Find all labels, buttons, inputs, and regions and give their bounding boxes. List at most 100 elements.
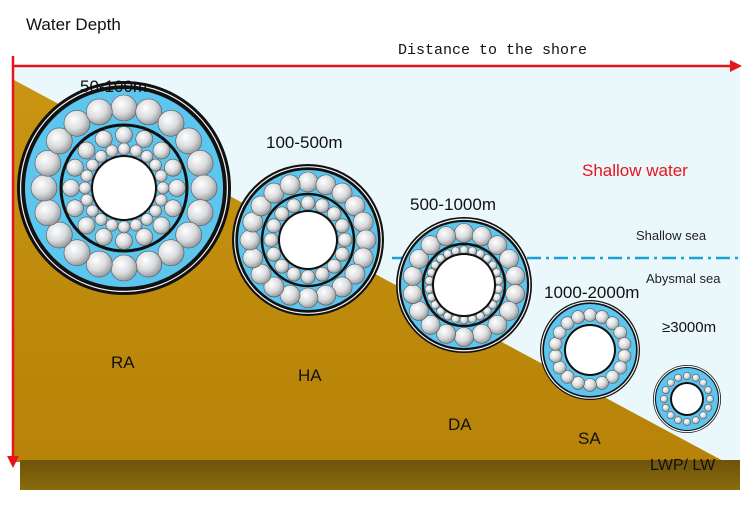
armor-wire bbox=[548, 337, 563, 351]
armor-wire bbox=[263, 276, 285, 298]
armor-wire bbox=[454, 327, 474, 347]
armor-wire bbox=[487, 235, 508, 255]
armor-wire bbox=[279, 174, 301, 196]
distance-axis-arrow bbox=[730, 60, 742, 72]
armor-wire bbox=[140, 150, 154, 163]
armor-wire bbox=[560, 316, 575, 330]
armor-wire bbox=[337, 232, 353, 248]
depth-label-sa: 1000-2000m bbox=[544, 283, 639, 302]
depth-label-ra: 50-100m bbox=[80, 77, 147, 96]
armor-wire bbox=[683, 372, 691, 380]
armor-wire bbox=[459, 315, 469, 325]
armor-wire bbox=[286, 266, 302, 282]
armor-wire bbox=[30, 174, 58, 202]
armor-wire bbox=[402, 266, 423, 286]
sa-jacket-line bbox=[541, 301, 639, 399]
armor-wire bbox=[409, 249, 429, 269]
seabed-base bbox=[20, 460, 740, 490]
armor-wire bbox=[250, 195, 272, 217]
armor-wire bbox=[548, 349, 563, 363]
armor-wire bbox=[605, 316, 620, 330]
armor-wire bbox=[266, 246, 282, 262]
armor-wire bbox=[105, 144, 119, 158]
armor-wire bbox=[115, 232, 133, 250]
armor-wire bbox=[605, 370, 620, 384]
depth-label-ha: 100-500m bbox=[266, 133, 343, 152]
armor-wire bbox=[699, 378, 708, 387]
lwp-jacket-line bbox=[653, 365, 721, 433]
armor-wire bbox=[613, 325, 628, 340]
type-label-sa: SA bbox=[578, 429, 601, 448]
armor-wire bbox=[86, 158, 99, 172]
shallow-water-label: Shallow water bbox=[582, 161, 688, 180]
depth-axis-arrow bbox=[7, 456, 19, 468]
armor-wire bbox=[297, 171, 319, 193]
armor-wire bbox=[666, 378, 675, 387]
armor-wire bbox=[314, 198, 330, 214]
armor-wire bbox=[34, 199, 62, 227]
armor-wire bbox=[334, 246, 350, 262]
cable-cross-sections bbox=[17, 81, 721, 433]
armor-wire bbox=[129, 144, 143, 158]
armor-wire bbox=[683, 418, 691, 426]
armor-wire bbox=[80, 169, 94, 183]
armor-wire bbox=[459, 245, 469, 255]
ha-jacket-line bbox=[234, 166, 382, 314]
armor-wire bbox=[286, 198, 302, 214]
lwp-core bbox=[672, 384, 702, 414]
armor-wire bbox=[560, 370, 575, 384]
armor-wire bbox=[505, 266, 526, 286]
armor-wire bbox=[94, 228, 113, 246]
armor-wire bbox=[157, 109, 185, 137]
armor-wire bbox=[691, 373, 700, 382]
da-separator bbox=[421, 242, 507, 328]
shallow-sea-label: Shallow sea bbox=[636, 228, 707, 243]
armor-wire bbox=[63, 109, 91, 137]
armor-wire bbox=[402, 284, 423, 304]
armor-wire bbox=[239, 229, 261, 251]
armor-wire bbox=[571, 310, 585, 324]
distance-axis-label: Distance to the shore bbox=[398, 42, 587, 59]
armor-wire bbox=[704, 386, 713, 395]
armor-wire bbox=[436, 324, 457, 344]
armor-wire bbox=[149, 204, 162, 218]
ra-core bbox=[93, 157, 155, 219]
armor-wire bbox=[344, 263, 366, 285]
armor-wire bbox=[135, 130, 154, 148]
armor-wire bbox=[62, 179, 80, 197]
ra-separator bbox=[59, 123, 189, 253]
armor-wire bbox=[175, 127, 203, 155]
armor-wire bbox=[154, 193, 168, 207]
armor-wire bbox=[164, 199, 182, 218]
armor-wire bbox=[471, 324, 492, 344]
armor-wire bbox=[617, 349, 632, 363]
depth-label-da: 500-1000m bbox=[410, 195, 496, 214]
armor-wire bbox=[436, 226, 457, 246]
armor-wire bbox=[613, 360, 628, 375]
armor-wire bbox=[77, 216, 96, 235]
armor-wire bbox=[94, 150, 108, 163]
armor-wire bbox=[175, 221, 203, 249]
armor-wire bbox=[186, 149, 214, 177]
da-jacket-line bbox=[397, 218, 531, 352]
armor-wire bbox=[334, 218, 350, 234]
da-core bbox=[434, 255, 494, 315]
armor-wire bbox=[352, 211, 374, 233]
armor-wire bbox=[505, 284, 526, 304]
armor-wire bbox=[420, 235, 441, 255]
armor-wire bbox=[315, 284, 337, 306]
armor-wire bbox=[314, 266, 330, 282]
armor-wire bbox=[552, 360, 567, 375]
armor-wire bbox=[704, 403, 713, 412]
armor-wire bbox=[706, 395, 714, 403]
armor-wire bbox=[85, 250, 113, 278]
armor-wire bbox=[661, 403, 670, 412]
armor-wire bbox=[190, 174, 218, 202]
armor-wire bbox=[699, 411, 708, 420]
armor-wire bbox=[326, 206, 342, 222]
armor-wire bbox=[297, 287, 319, 309]
armor-wire bbox=[326, 258, 342, 274]
armor-wire bbox=[617, 337, 632, 351]
